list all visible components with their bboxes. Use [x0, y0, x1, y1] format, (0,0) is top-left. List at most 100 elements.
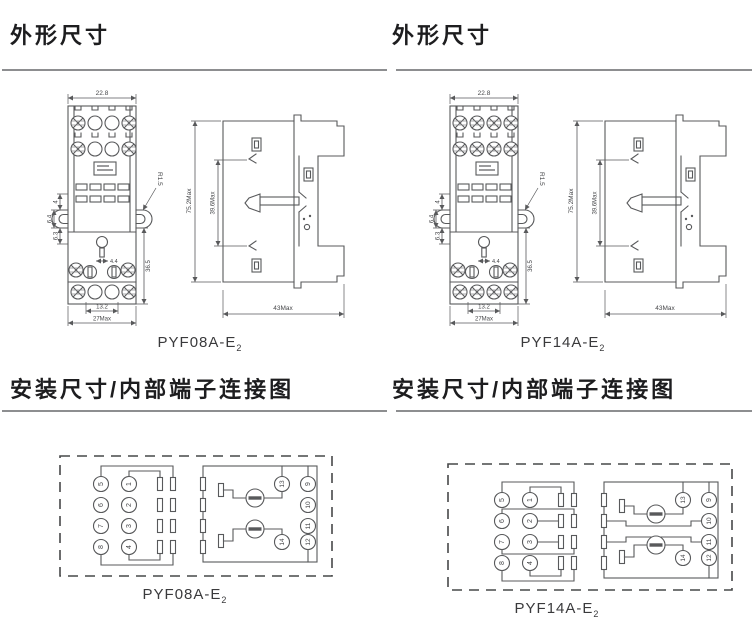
- svg-text:36.5: 36.5: [528, 260, 534, 272]
- dim-overall-height: 75.2Max: [186, 120, 221, 283]
- svg-text:14: 14: [279, 538, 286, 546]
- pyf08-front-view-drawing: 22.8: [48, 90, 163, 326]
- svg-text:6: 6: [499, 519, 506, 523]
- svg-text:43Max: 43Max: [655, 305, 675, 312]
- mounting-heading-right: 安装尺寸/内部端子连接图: [392, 377, 677, 402]
- pyf14-outline-label: PYF14A-E2: [478, 334, 648, 353]
- model-name: PYF08A-E: [157, 334, 237, 351]
- svg-text:43Max: 43Max: [273, 305, 293, 312]
- svg-text:8: 8: [98, 545, 105, 549]
- dim-lower-height: 36.5: [136, 227, 152, 305]
- contact-block-left: 5 6 7 8 1 2 3 4: [92, 465, 177, 566]
- svg-text:5: 5: [98, 482, 105, 486]
- coil-symbol: [248, 527, 262, 531]
- coil-symbol: [649, 543, 663, 547]
- mounting-heading-left: 安装尺寸/内部端子连接图: [10, 377, 295, 402]
- dims-bottom: 13.2 27Max: [67, 302, 137, 326]
- svg-text:4: 4: [126, 545, 133, 549]
- svg-text:6.3: 6.3: [436, 231, 442, 240]
- svg-text:14: 14: [680, 554, 687, 562]
- svg-text:4: 4: [436, 200, 442, 204]
- svg-text:12: 12: [706, 554, 713, 562]
- pyf14-front-view-drawing: 22.8: [430, 90, 545, 326]
- svg-text:13.2: 13.2: [478, 305, 490, 311]
- svg-text:22.8: 22.8: [478, 90, 491, 97]
- svg-text:7: 7: [98, 524, 105, 528]
- coil-block-right: 13 14 9 10 11 12: [600, 481, 719, 579]
- section-rule: [2, 69, 387, 71]
- model-name-subscript: 2: [221, 595, 228, 605]
- svg-text:11: 11: [706, 538, 713, 545]
- svg-text:5: 5: [499, 498, 506, 502]
- section-rule: [396, 410, 752, 412]
- model-name-subscript: 2: [236, 343, 243, 353]
- svg-text:4: 4: [527, 561, 534, 565]
- side-profile: [222, 114, 345, 289]
- section-rule: [396, 69, 752, 71]
- dim-top-width: 22.8: [449, 90, 519, 104]
- dim-slot-width: 4.4: [478, 258, 500, 265]
- dims-left: 4 6.4 6.3: [48, 193, 68, 245]
- dim-lower-height: 36.5: [518, 227, 534, 305]
- dim-depth: 43Max: [222, 284, 345, 318]
- dim-overall-height: 75.2Max: [568, 120, 603, 283]
- outline-heading-left: 外形尺寸: [10, 23, 111, 48]
- pyf08-side-view-drawing: 75.2Max 39.6Max 43Max: [186, 114, 345, 318]
- svg-text:22.8: 22.8: [96, 90, 109, 97]
- dims-bottom: 13.2 27Max: [449, 302, 519, 326]
- svg-text:39.6Max: 39.6Max: [211, 191, 217, 214]
- svg-text:39.6Max: 39.6Max: [593, 191, 599, 214]
- svg-text:10: 10: [706, 517, 713, 525]
- mounting-outline-dashed: [59, 455, 333, 577]
- model-name-subscript: 2: [599, 343, 606, 353]
- svg-text:9: 9: [706, 498, 713, 502]
- svg-text:2: 2: [126, 503, 133, 507]
- svg-text:7: 7: [499, 540, 506, 544]
- svg-text:3: 3: [126, 524, 133, 528]
- svg-text:1: 1: [126, 482, 133, 486]
- dim-corner-radius: R1.5: [142, 172, 163, 211]
- socket-body: [433, 105, 535, 305]
- section-rule: [2, 410, 387, 412]
- contact-block-left: 5 6 7 8 1 2 3 4: [493, 481, 578, 582]
- svg-text:36.5: 36.5: [146, 260, 152, 272]
- dim-slot-width: 4.4: [96, 258, 118, 265]
- svg-text:27Max: 27Max: [475, 317, 493, 323]
- svg-text:12: 12: [305, 538, 312, 546]
- outline-heading-right: 外形尺寸: [392, 23, 493, 48]
- dim-corner-radius: R1.5: [524, 172, 545, 211]
- pyf14-wiring-label: PYF14A-E2: [472, 600, 642, 619]
- socket-body: [51, 105, 153, 305]
- svg-text:6: 6: [98, 503, 105, 507]
- pyf08-outline-label: PYF08A-E2: [115, 334, 285, 353]
- model-name: PYF08A-E: [142, 586, 222, 603]
- svg-text:6.4: 6.4: [48, 214, 54, 223]
- svg-text:1: 1: [527, 498, 534, 502]
- side-profile: [604, 114, 727, 289]
- svg-text:13: 13: [279, 480, 286, 488]
- dim-rail-span: 39.6Max: [593, 159, 629, 247]
- coil-block-right: 13 14 9 10 11 12: [199, 465, 318, 563]
- mounting-outline-dashed: [447, 463, 733, 591]
- svg-text:13: 13: [680, 496, 687, 504]
- svg-text:4.4: 4.4: [110, 259, 118, 265]
- svg-text:2: 2: [527, 519, 534, 523]
- svg-text:9: 9: [305, 482, 312, 486]
- svg-text:R1.5: R1.5: [538, 172, 545, 186]
- pyf08-wiring-label: PYF08A-E2: [100, 586, 270, 605]
- svg-text:10: 10: [305, 501, 312, 509]
- coil-symbol: [248, 496, 262, 500]
- pyf14-wiring-diagram: 5 6 7 8 1 2 3 4: [447, 463, 733, 591]
- svg-text:R1.5: R1.5: [156, 172, 163, 186]
- pyf08-wiring-diagram: 5 6 7 8 1 2 3 4: [59, 455, 333, 577]
- model-name-subscript: 2: [593, 609, 600, 619]
- svg-text:11: 11: [305, 522, 312, 529]
- svg-text:4.4: 4.4: [492, 259, 500, 265]
- dim-top-width: 22.8: [67, 90, 137, 104]
- svg-text:3: 3: [527, 540, 534, 544]
- dims-left: 4 6.4 6.3: [430, 193, 450, 245]
- model-name: PYF14A-E: [514, 600, 594, 617]
- svg-text:8: 8: [499, 561, 506, 565]
- dim-depth: 43Max: [604, 284, 727, 318]
